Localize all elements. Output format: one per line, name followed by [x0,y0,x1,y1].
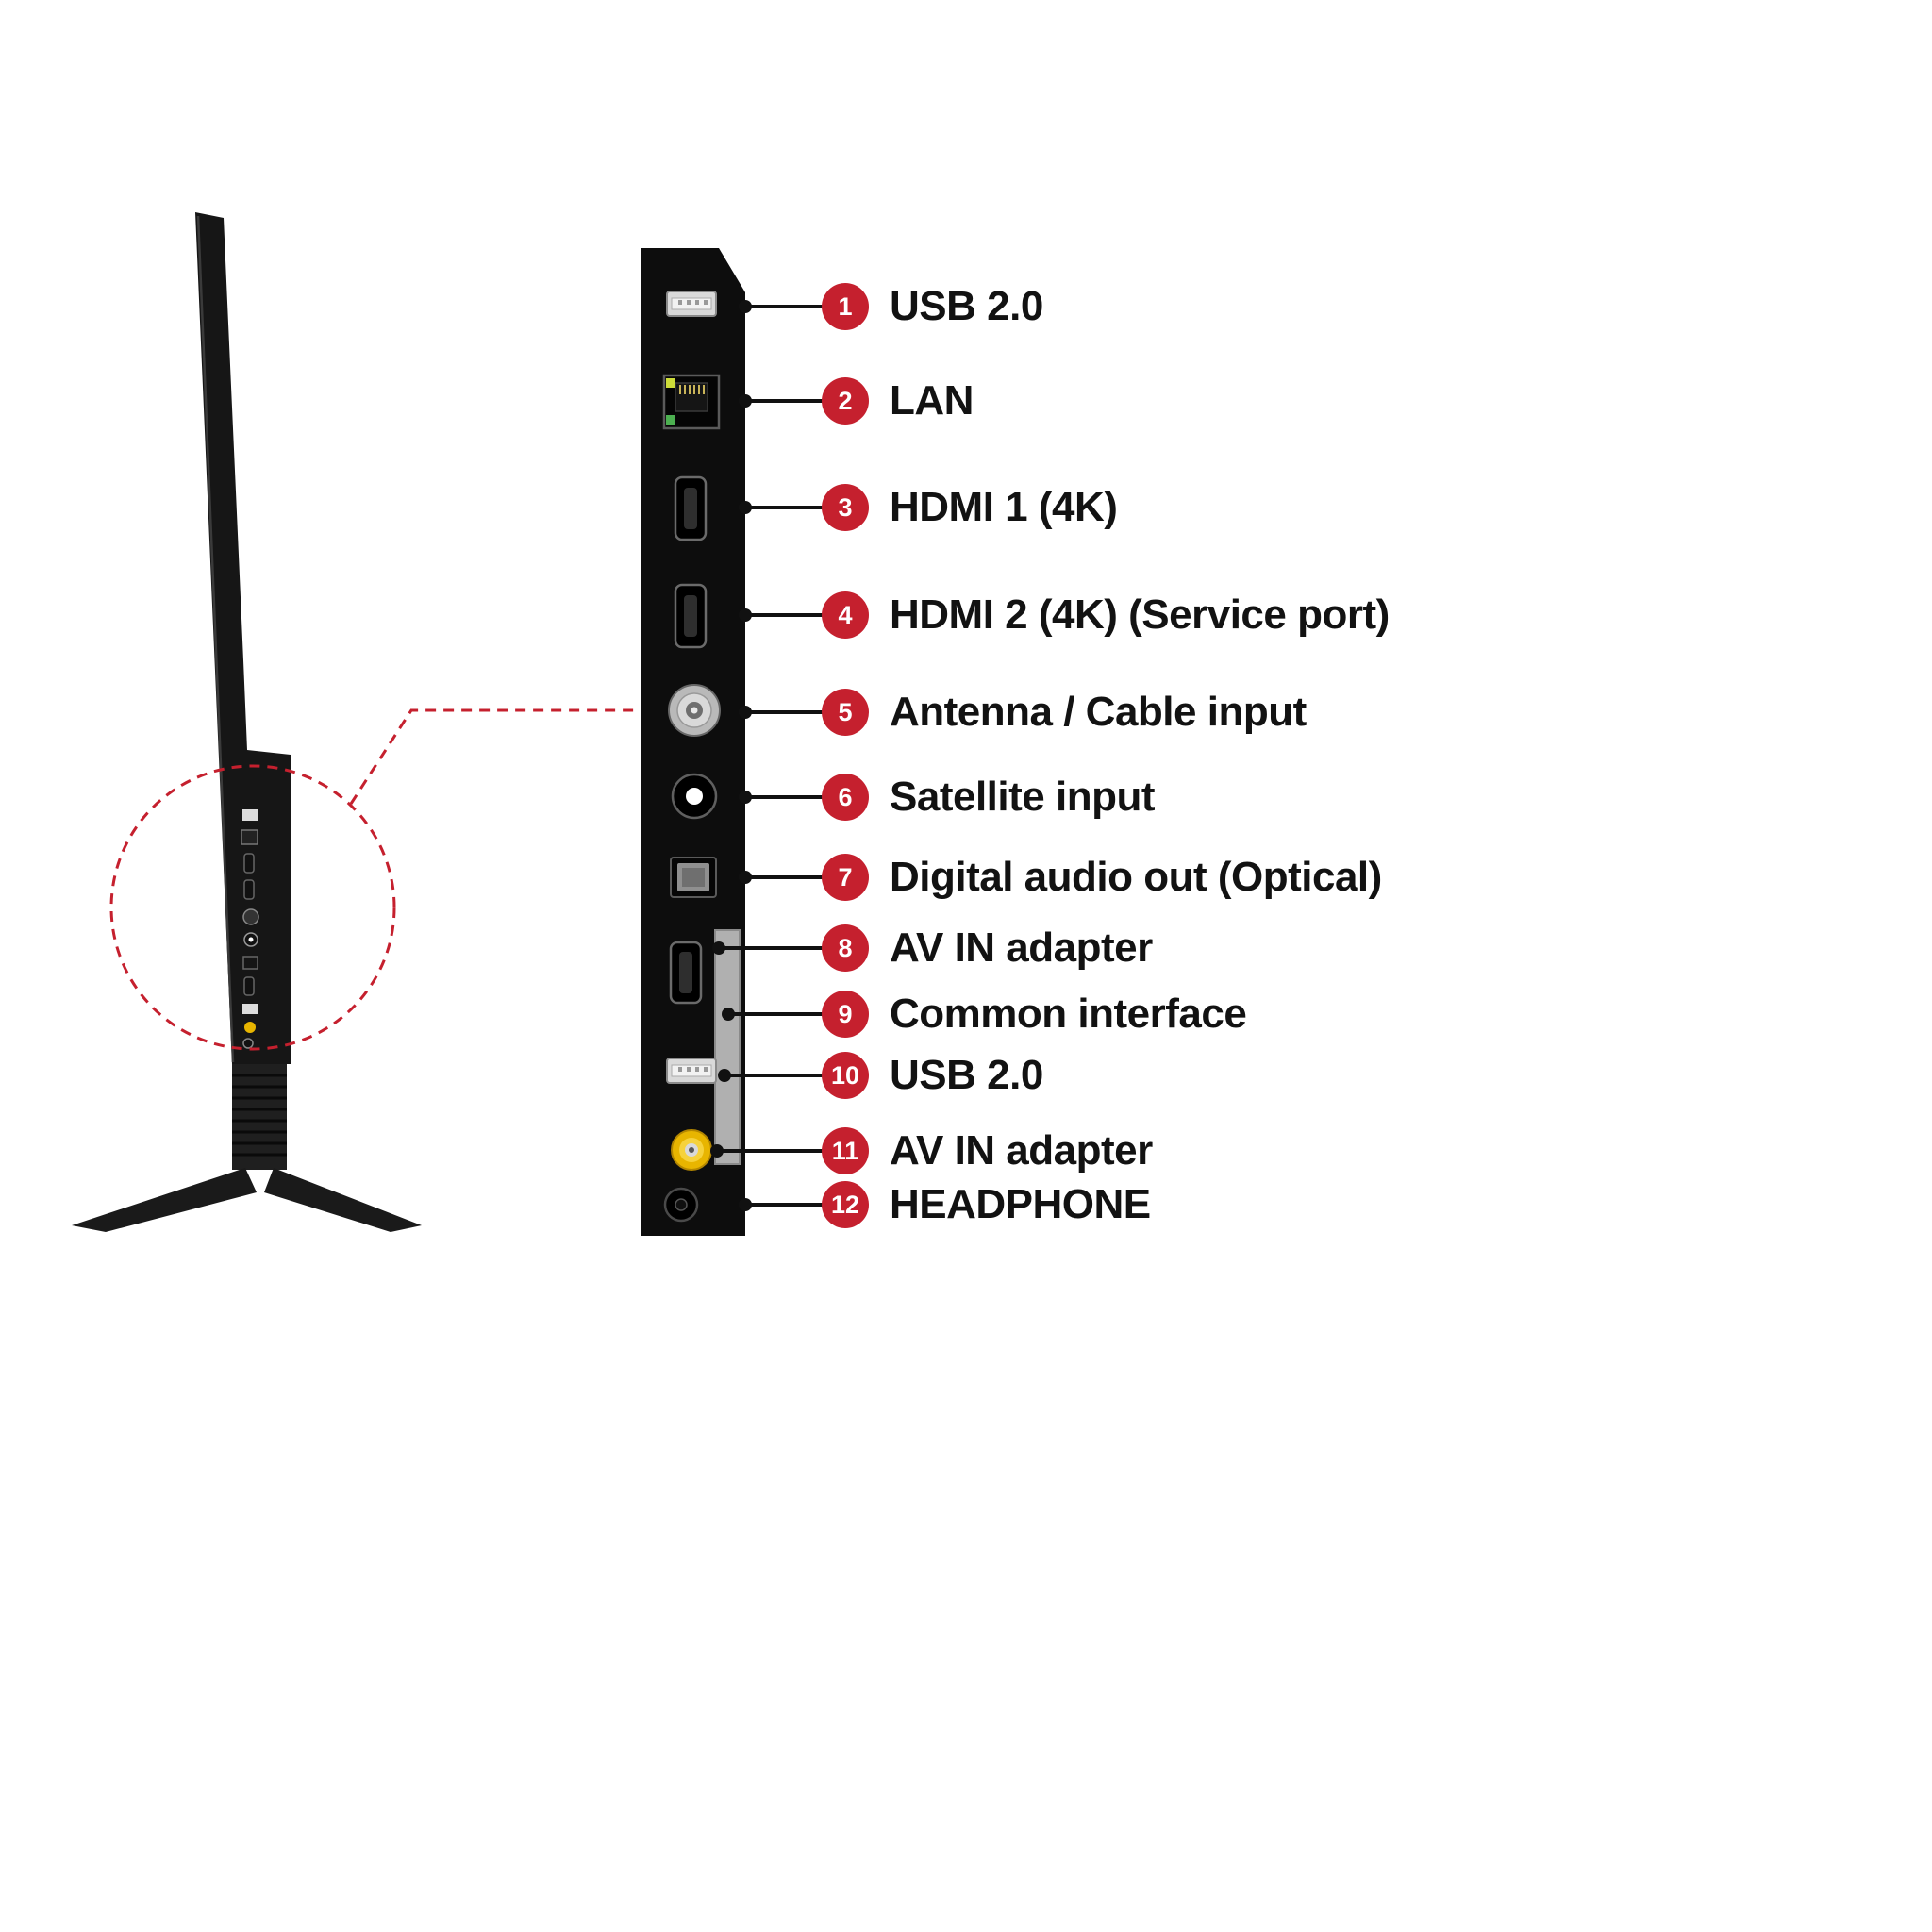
port-callout-row: 3 HDMI 1 (4K) [822,483,1118,532]
tv-stand-neck [232,1064,287,1170]
port-number-badge: 11 [822,1127,869,1174]
port-number: 1 [838,291,853,321]
port-number-badge: 2 [822,377,869,425]
port-label: HEADPHONE [890,1181,1151,1227]
port-number-badge: 6 [822,774,869,821]
port-label: Digital audio out (Optical) [890,854,1382,900]
port-number: 8 [838,933,853,962]
port-number-badge: 8 [822,924,869,972]
common-interface-slot-icon [714,929,741,1165]
port-label: Satellite input [890,774,1155,820]
port-number-badge: 9 [822,991,869,1038]
satellite-port-icon [671,773,718,820]
port-label: Common interface [890,991,1247,1037]
port-label: HDMI 2 (4K) (Service port) [890,591,1390,638]
port-label: USB 2.0 [890,283,1043,329]
port-callout-row: 6 Satellite input [822,773,1155,822]
tv-side-profile [72,212,422,1232]
port-number: 7 [838,862,853,891]
port-number: 9 [838,999,853,1028]
optical-audio-port-icon [670,857,717,898]
antenna-coax-port-icon [668,684,721,737]
port-number-badge: 5 [822,689,869,736]
tv-body [195,212,291,1064]
port-callout-row: 12 HEADPHONE [822,1180,1151,1229]
tv-rear-ports-detail [241,809,259,1049]
port-callout-row: 9 Common interface [822,990,1247,1039]
port-callout-row: 4 HDMI 2 (4K) (Service port) [822,591,1390,640]
port-label: HDMI 1 (4K) [890,484,1118,530]
tv-bezel-highlight [196,215,235,1063]
port-number: 11 [831,1136,859,1165]
port-number-badge: 7 [822,854,869,901]
zoom-leader-line [349,708,647,805]
lan-port-icon [662,374,721,430]
port-label: AV IN adapter [890,924,1153,971]
hdmi-port-icon [674,475,708,541]
port-callout-row: 11 AV IN adapter [822,1126,1153,1175]
port-label: LAN [890,377,974,424]
port-number-badge: 12 [822,1181,869,1228]
port-label: USB 2.0 [890,1052,1043,1098]
port-label: AV IN adapter [890,1127,1153,1174]
port-callout-row: 10 USB 2.0 [822,1051,1043,1100]
headphone-jack-icon [663,1187,699,1223]
port-number: 12 [830,1190,860,1219]
leader-lines [710,300,824,1211]
port-number-badge: 1 [822,283,869,330]
port-number: 5 [838,697,853,726]
zoom-circle [109,764,396,1051]
port-number-badge: 4 [822,591,869,639]
port-number: 2 [838,386,853,415]
port-number: 6 [838,782,853,811]
av-in-port-icon [669,941,703,1005]
port-callout-row: 1 USB 2.0 [822,282,1043,331]
usb-port-icon [666,291,717,317]
port-number: 3 [838,492,853,522]
port-number: 10 [830,1060,860,1090]
rca-port-icon [671,1129,712,1171]
port-number: 4 [838,600,853,629]
port-number-badge: 10 [822,1052,869,1099]
port-number-badge: 3 [822,484,869,531]
port-callout-row: 7 Digital audio out (Optical) [822,853,1382,902]
tv-stand-feet [72,1168,422,1232]
port-label: Antenna / Cable input [890,689,1307,735]
port-callout-row: 8 AV IN adapter [822,924,1153,973]
port-callout-row: 2 LAN [822,376,974,425]
port-callout-row: 5 Antenna / Cable input [822,688,1307,737]
usb-port-icon [666,1058,717,1084]
hdmi-port-icon [674,583,708,649]
